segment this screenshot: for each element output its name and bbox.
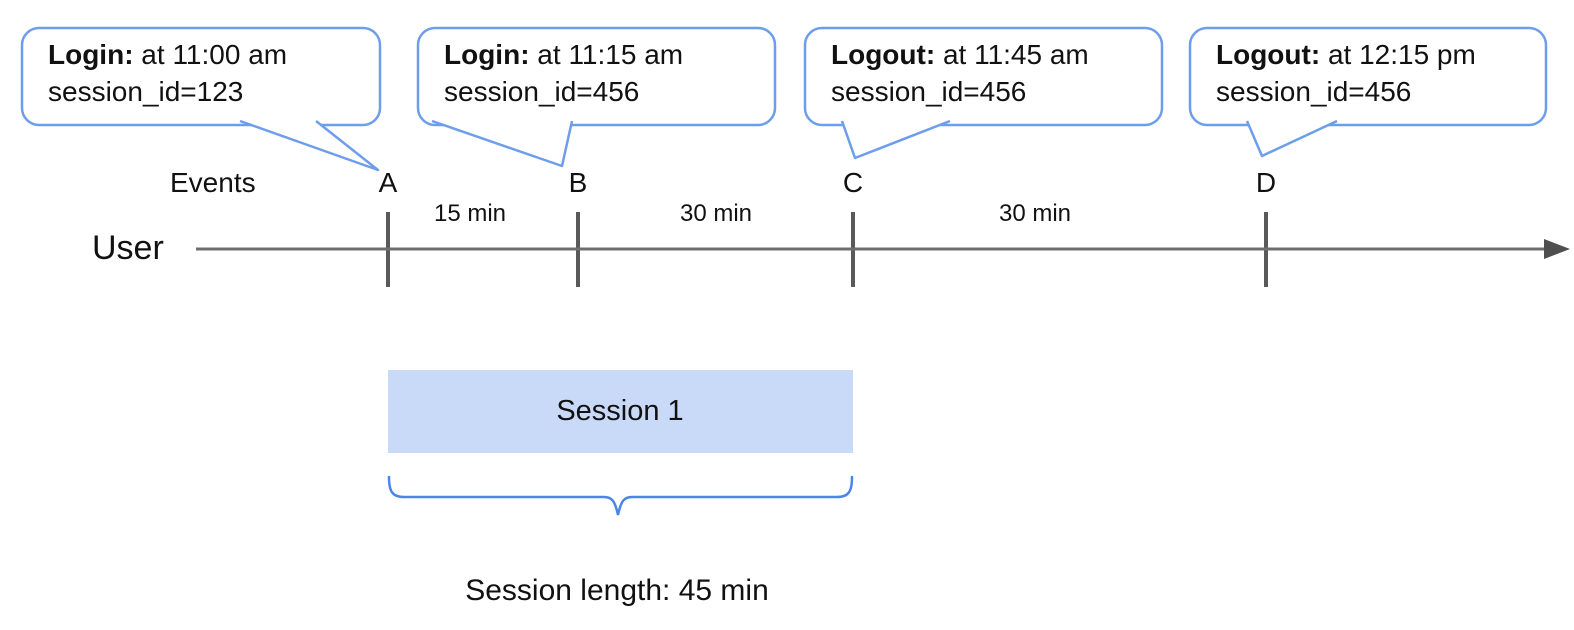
event-time-label: at 11:45 am [935, 39, 1089, 70]
timeline-arrowhead-icon [1544, 239, 1570, 259]
user-lane-label: User [92, 229, 164, 267]
session-bar-label: Session 1 [556, 395, 684, 427]
callout-line-session-id: session_id=456 [831, 76, 1027, 107]
event-marker-A: A [378, 167, 398, 198]
callout-text-4: Logout: at 12:15 pm session_id=456 [1216, 36, 1546, 110]
callout-line-event: Logout: at 11:45 am [831, 36, 1161, 73]
event-marker-D: D [1255, 167, 1277, 198]
callout-line-session-id: session_id=456 [444, 76, 640, 107]
interval-label-ab: 15 min [433, 200, 507, 227]
event-time-label: at 11:00 am [133, 39, 288, 70]
callout-line-event: Logout: at 12:15 pm [1216, 36, 1546, 73]
events-row-label: Events [170, 167, 256, 198]
callout-line-event: Login: at 11:00 am [48, 36, 378, 73]
interval-label-bc: 30 min [679, 200, 753, 227]
callout-line-event: Login: at 11:15 am [444, 36, 774, 73]
event-time-label: at 11:15 am [529, 39, 684, 70]
callout-tail-2 [431, 119, 574, 168]
event-type-label: Login: [48, 39, 134, 70]
callout-tail-4 [1245, 119, 1338, 158]
session-length-caption: Session length: 45 min [465, 574, 769, 607]
event-time-label: at 12:15 pm [1320, 39, 1476, 70]
callout-tail-1 [239, 119, 380, 172]
callout-line-session-id: session_id=123 [48, 76, 244, 107]
event-marker-C: C [842, 167, 864, 198]
callout-text-1: Login: at 11:00 am session_id=123 [48, 36, 378, 110]
event-type-label: Login: [444, 39, 530, 70]
callout-line-session-id: session_id=456 [1216, 76, 1412, 107]
event-marker-B: B [568, 167, 588, 198]
event-type-label: Logout: [1216, 39, 1321, 70]
callout-text-2: Login: at 11:15 am session_id=456 [444, 36, 774, 110]
interval-label-cd: 30 min [998, 200, 1072, 227]
callout-text-3: Logout: at 11:45 am session_id=456 [831, 36, 1161, 110]
event-type-label: Logout: [831, 39, 936, 70]
callout-tail-3 [840, 119, 951, 160]
session-brace [387, 475, 854, 516]
